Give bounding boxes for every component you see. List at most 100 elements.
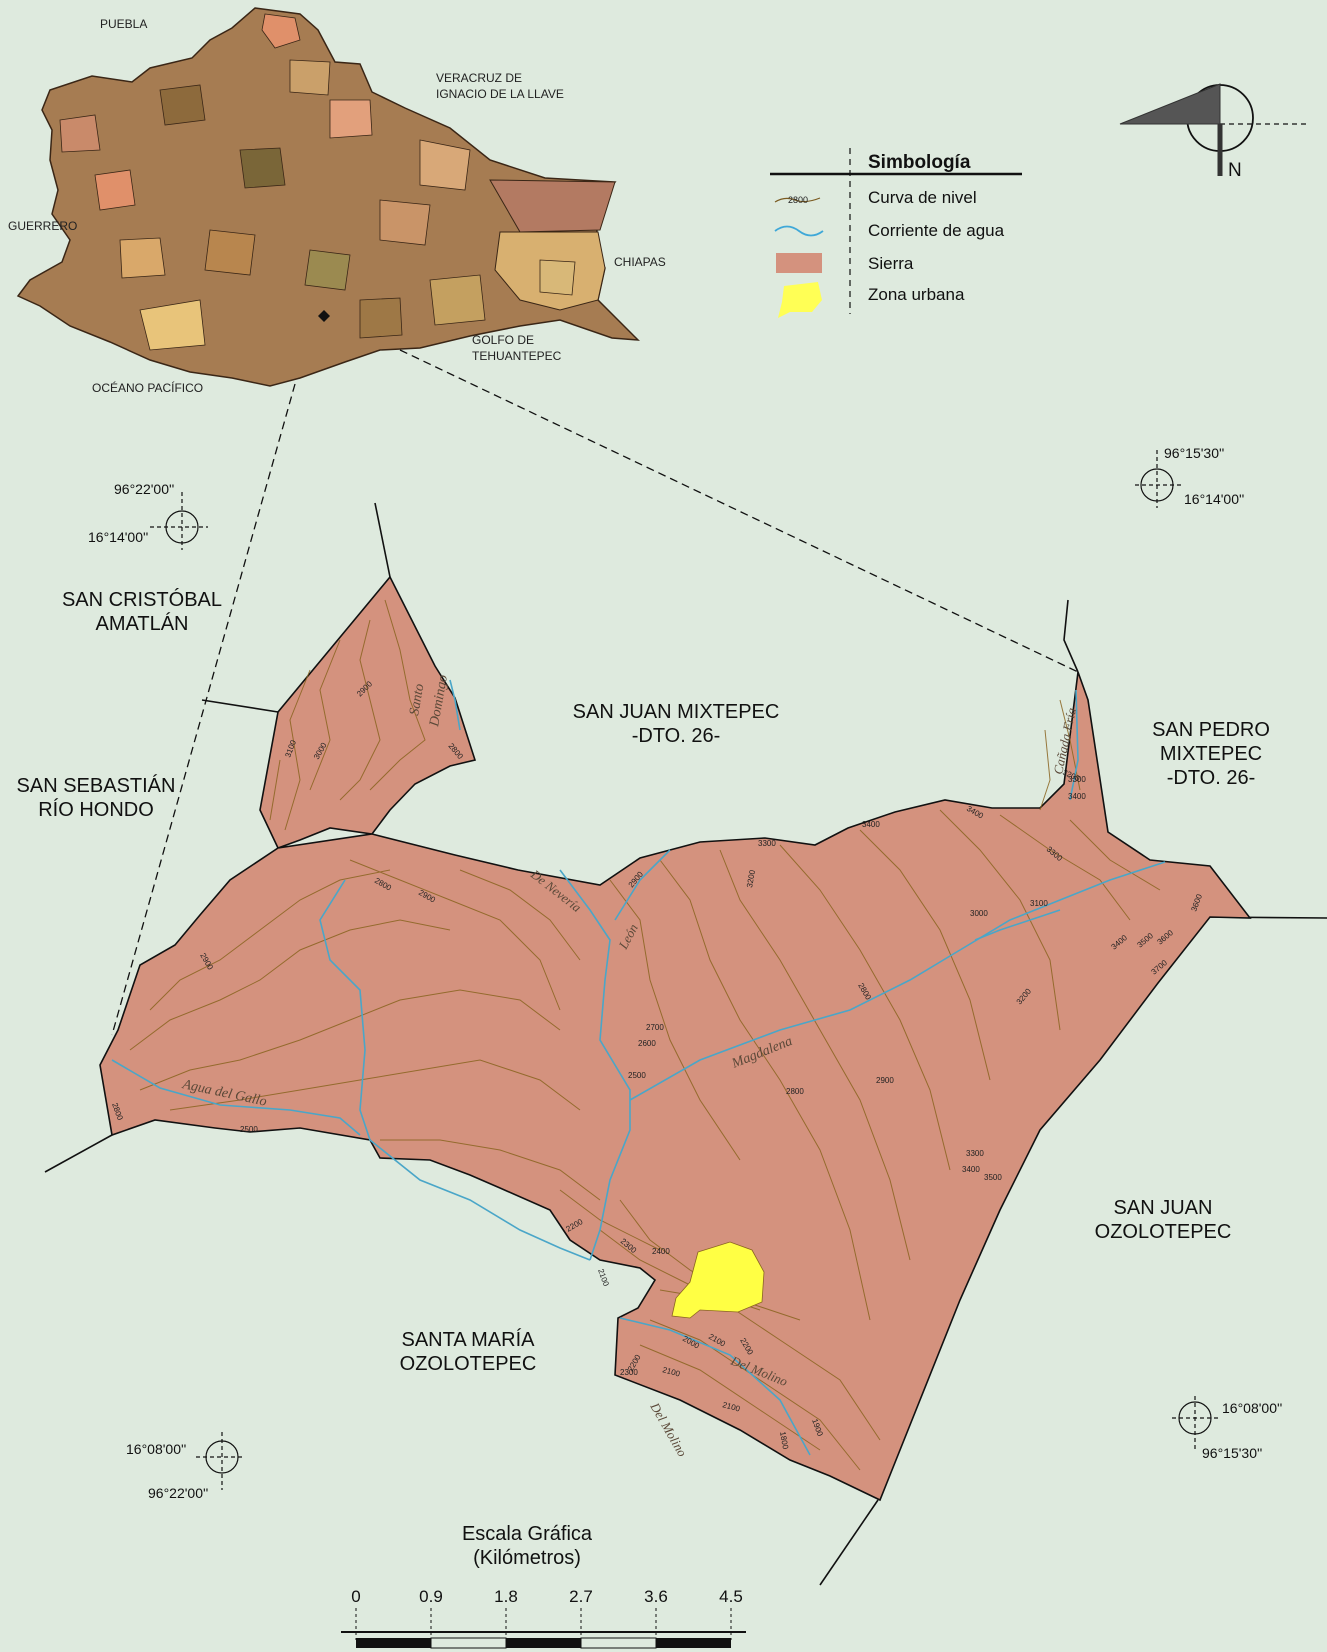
coord-se-lat: 16°08'00'' [1222, 1400, 1282, 1416]
inset-label-chiapas: CHIAPAS [614, 255, 666, 269]
legend-contour-sample: 2800 [788, 195, 808, 205]
inset-label-puebla: PUEBLA [100, 17, 147, 31]
north-arrow: N [1119, 83, 1310, 181]
coord-ne-lon: 96°15'30'' [1164, 445, 1224, 461]
scale-bar: Escala Gráfica (Kilómetros) 0 0.9 1.8 2.… [341, 1523, 746, 1649]
legend-item-contour: Curva de nivel [868, 188, 977, 207]
contour-label: 2700 [646, 1023, 664, 1032]
legend-item-sierra: Sierra [868, 254, 914, 273]
scale-segment [356, 1638, 431, 1648]
urban-zone [671, 1241, 765, 1319]
label-san-sebastian-1: SAN SEBASTIÁN [17, 774, 176, 797]
scale-tick: 4.5 [719, 1587, 743, 1606]
scale-tick: 0.9 [419, 1587, 443, 1606]
label-san-cristobal-1: SAN CRISTÓBAL [62, 588, 222, 611]
coord-marker-se [1172, 1396, 1220, 1450]
coord-marker-nw [150, 492, 208, 550]
label-san-pedro-mixtepec-1: SAN PEDRO [1152, 719, 1270, 741]
municipality-labels: SAN CRISTÓBAL AMATLÁN SAN SEBASTIÁN RÍO … [17, 588, 1270, 1375]
river-magdalena [629, 861, 1166, 1101]
contour-label: 2500 [628, 1071, 646, 1080]
river-santo-domingo [449, 679, 461, 731]
coord-sw-lat: 16°08'00'' [126, 1441, 186, 1457]
contour-label: 3300 [758, 839, 776, 848]
river-del-molino [619, 1317, 811, 1456]
legend-sierra-swatch [776, 253, 822, 273]
inset-label-oceano: OCÉANO PACÍFICO [92, 380, 203, 395]
river-leon [614, 849, 671, 921]
contour-label: 2800 [786, 1087, 804, 1096]
river-label-santo: Santo [407, 683, 427, 717]
scale-tick: 0 [351, 1587, 360, 1606]
legend-urban-swatch [778, 282, 822, 318]
scale-segment [580, 1637, 657, 1649]
scale-unit: (Kilómetros) [473, 1547, 581, 1569]
contour-label: 2300 [620, 1368, 638, 1377]
coord-ne-lat: 16°14'00'' [1184, 491, 1244, 507]
scale-tick-labels: 0 0.9 1.8 2.7 3.6 4.5 [351, 1587, 743, 1606]
contour-label: 3300 [966, 1149, 984, 1158]
label-santa-maria-ozolotepec-1: SANTA MARÍA [402, 1328, 536, 1351]
boundary-lines [44, 502, 1327, 1586]
inset-label-guerrero: GUERRERO [8, 219, 77, 233]
label-san-cristobal-2: AMATLÁN [96, 612, 189, 635]
river-tributary-north [974, 909, 1061, 941]
contour-label: 2100 [596, 1268, 611, 1288]
inset-label-veracruz-2: IGNACIO DE LA LLAVE [436, 87, 564, 101]
sierra-polygon [99, 575, 1252, 1502]
rivers [111, 679, 1166, 1456]
label-san-pedro-mixtepec-3: -DTO. 26- [1167, 767, 1256, 789]
inset-label-golfo-2: TEHUANTEPEC [472, 349, 562, 363]
scale-tick: 3.6 [644, 1587, 668, 1606]
coord-marker-sw [196, 1432, 244, 1490]
scale-title: Escala Gráfica [462, 1523, 593, 1545]
river-agua-del-gallo [111, 1059, 361, 1136]
contour-label: 2500 [240, 1125, 258, 1134]
legend: Simbología 2800 Curva de nivel Corriente… [770, 148, 1022, 318]
coord-se-lon: 96°15'30'' [1202, 1445, 1262, 1461]
contour-label: 3300 [1068, 775, 1086, 784]
inset-map: PUEBLA VERACRUZ DE IGNACIO DE LA LLAVE G… [8, 7, 666, 395]
inset-marker [318, 310, 330, 322]
label-san-sebastian-2: RÍO HONDO [38, 798, 154, 821]
inset-label-golfo-1: GOLFO DE [472, 333, 534, 347]
legend-title: Simbología [868, 152, 971, 173]
contour-label: 3400 [862, 820, 880, 829]
contour-label: 2900 [876, 1076, 894, 1085]
inset-isthmus-region [489, 179, 616, 233]
contour-label: 3400 [1068, 792, 1086, 801]
contour-label: 1800 [778, 1431, 790, 1451]
inset-municipality-patches [59, 13, 576, 351]
river-de-neveria [559, 869, 631, 1261]
coord-nw-lat: 16°14'00'' [88, 529, 148, 545]
contour-label: 3200 [745, 869, 757, 889]
legend-item-urban: Zona urbana [868, 285, 965, 304]
north-label: N [1228, 160, 1242, 181]
river-label-del-molino-outer: Del Molino [647, 1399, 691, 1459]
contour-label: 3400 [962, 1165, 980, 1174]
label-san-pedro-mixtepec-2: MIXTEPEC [1160, 743, 1262, 765]
legend-water-symbol [774, 225, 824, 237]
label-san-juan-ozolotepec-1: SAN JUAN [1114, 1197, 1213, 1219]
scale-segment [430, 1637, 507, 1649]
contour-label: 3500 [984, 1173, 1002, 1182]
inset-projection-lines [111, 349, 1079, 1036]
legend-item-water: Corriente de agua [868, 221, 1005, 240]
contour-label: 3000 [970, 909, 988, 918]
contour-label: 3100 [1030, 899, 1048, 908]
coord-nw-lon: 96°22'00'' [114, 481, 174, 497]
coord-marker-ne [1135, 450, 1183, 508]
label-san-juan-ozolotepec-2: OZOLOTEPEC [1095, 1221, 1232, 1243]
coord-sw-lon: 96°22'00'' [148, 1485, 208, 1501]
contour-label: 2600 [638, 1039, 656, 1048]
legend-contour-symbol [774, 197, 821, 203]
river-canada-fria [1069, 689, 1079, 801]
label-santa-maria-ozolotepec-2: OZOLOTEPEC [400, 1353, 537, 1375]
municipality-area [99, 575, 1252, 1502]
inset-label-veracruz-1: VERACRUZ DE [436, 71, 522, 85]
scale-tick: 1.8 [494, 1587, 518, 1606]
label-san-juan-mixtepec-1: SAN JUAN MIXTEPEC [573, 701, 780, 723]
scale-segment [506, 1638, 581, 1648]
river-tributary-west [319, 879, 591, 1261]
